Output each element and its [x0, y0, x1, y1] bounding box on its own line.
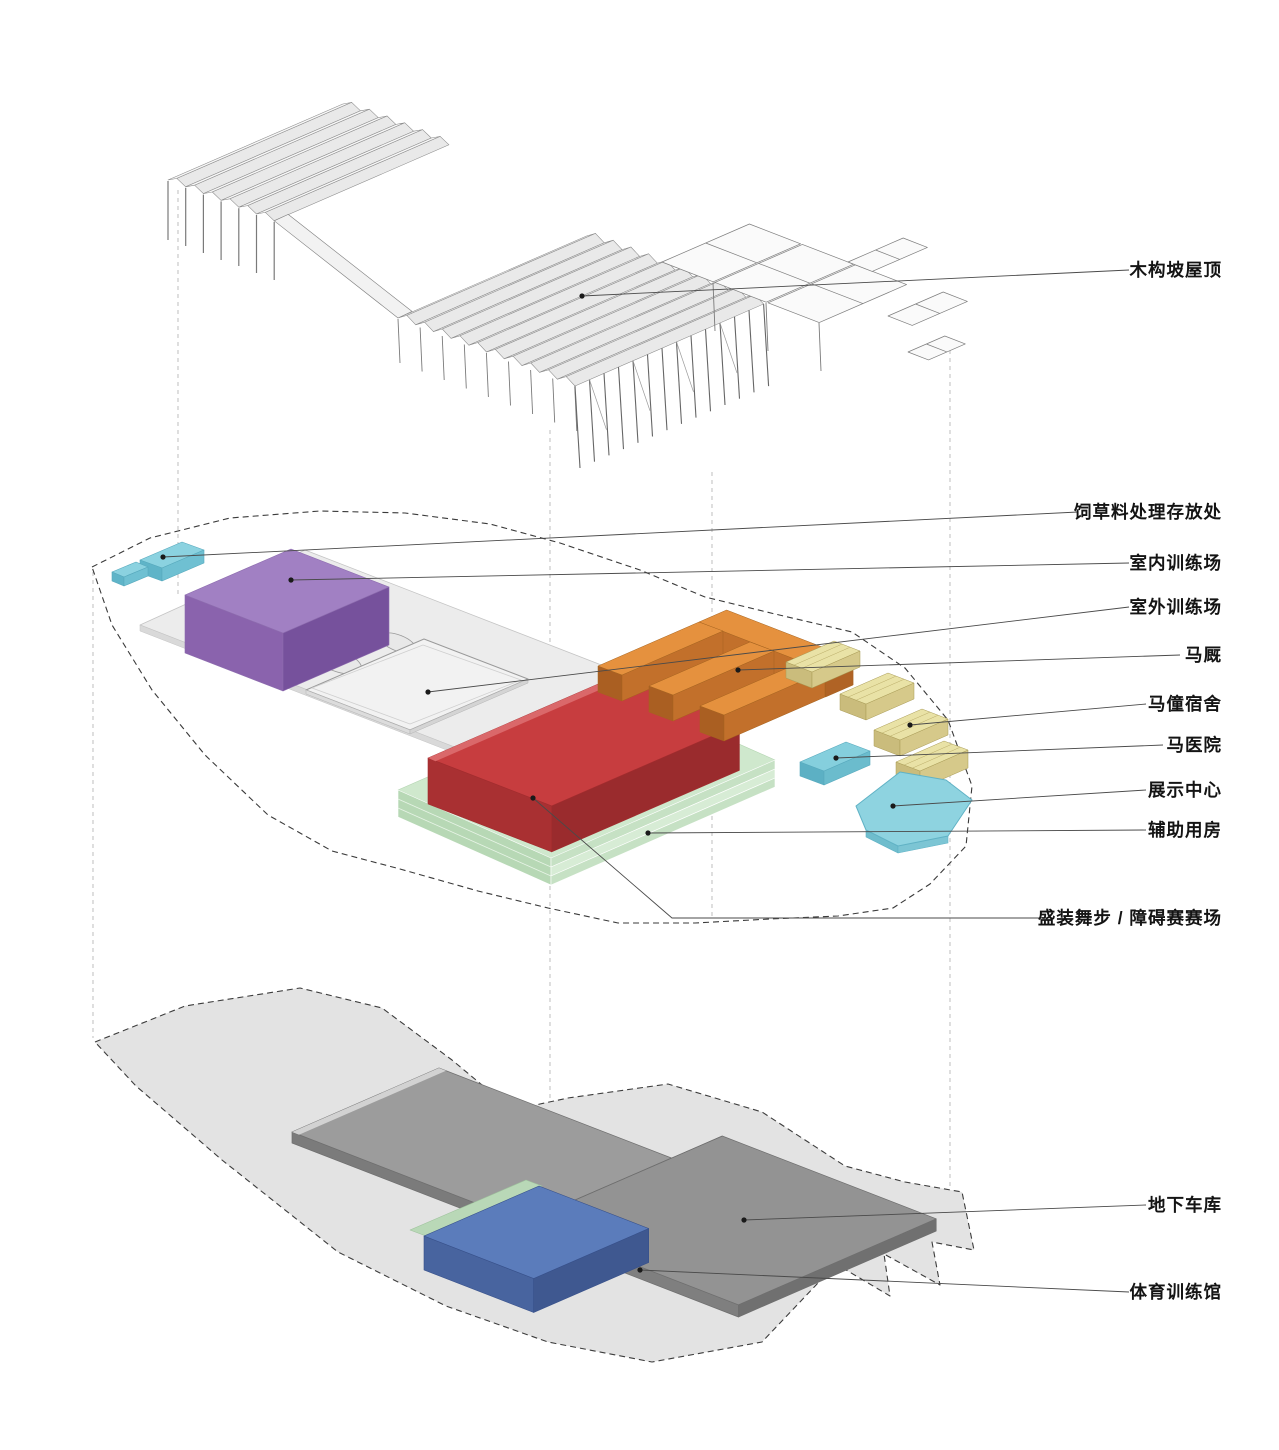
roof-block-c-posts — [712, 282, 822, 372]
leader-horse-hospital — [833, 744, 1164, 761]
horse-hospital-box — [799, 741, 871, 786]
bottom-layer — [94, 987, 975, 1363]
leader-dressage-arena — [530, 795, 1044, 919]
leader-outdoor-training — [425, 606, 1130, 695]
leader-sports-hall — [637, 1267, 1130, 1293]
middle-layer — [91, 510, 973, 924]
forage-storage-boxes — [111, 541, 205, 587]
sports-hall-volume — [423, 1185, 650, 1313]
leader-indoor-training — [288, 562, 1130, 583]
leader-underground-garage — [741, 1204, 1147, 1223]
leader-groom-dormitory — [907, 703, 1147, 728]
leader-forage-storage — [160, 511, 1079, 560]
roof-connector — [273, 214, 413, 319]
roof-detached-panels — [847, 237, 968, 361]
leader-timber-roof — [579, 269, 1130, 299]
exhibition-center-plate — [855, 771, 973, 854]
roof-block-b — [397, 233, 770, 469]
roof-block-a-columns — [167, 181, 275, 280]
leader-exhibition-center — [890, 789, 1147, 809]
leader-stables — [735, 654, 1181, 673]
roof-block-b-posts — [397, 318, 578, 432]
site-boundary-middle — [91, 510, 973, 924]
indoor-training-hall — [184, 548, 390, 692]
leaders — [160, 269, 1181, 1293]
leader-auxiliary-rooms — [645, 829, 1147, 836]
groom-dormitory-blocks — [785, 640, 969, 790]
sports-hall-strip — [409, 1179, 543, 1237]
roof-block-b-colonnade — [574, 304, 770, 469]
roof-layer — [167, 102, 968, 469]
outdoor-training-field — [305, 638, 529, 735]
roof-block-a — [167, 102, 450, 280]
